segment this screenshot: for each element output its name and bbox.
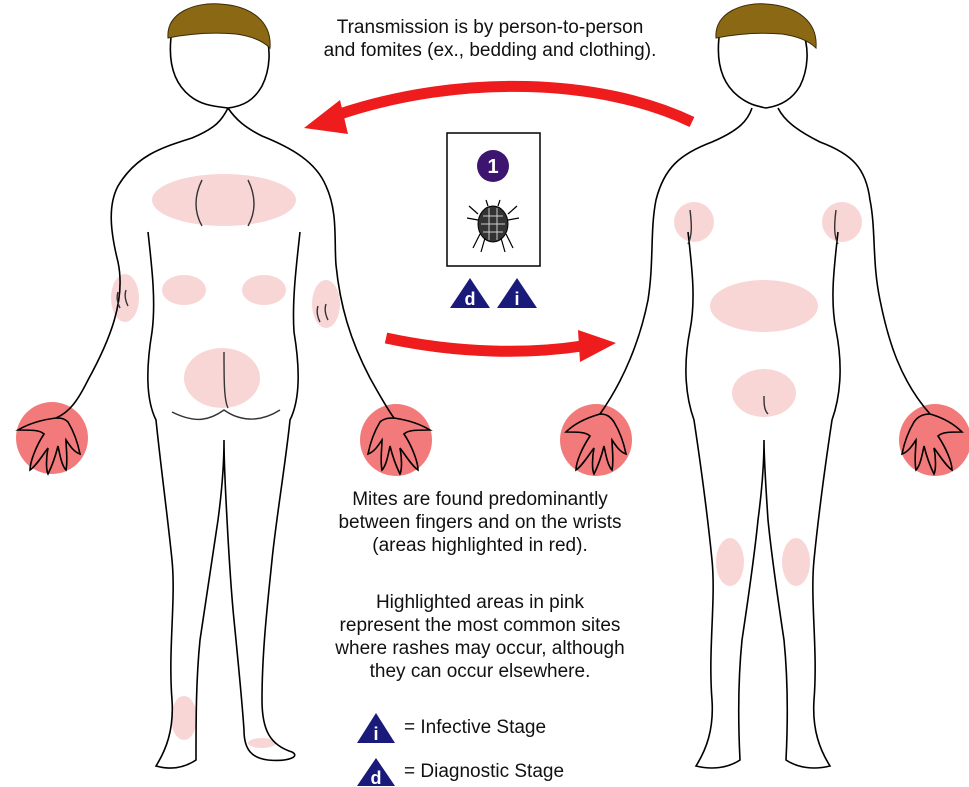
rash-left-ankle-back	[171, 696, 197, 740]
arrow-to-back-view-head	[304, 100, 348, 134]
rash-left-armpit	[674, 202, 714, 242]
arrow-to-front-view-shaft	[386, 338, 582, 351]
front-head	[718, 30, 807, 108]
rash-caption: Highlighted areas in pink represent the …	[300, 591, 660, 683]
rash-line-3: where rashes may occur, although	[300, 637, 660, 660]
rash-buttocks	[184, 348, 260, 408]
triangle-badge-icon: d	[356, 757, 396, 787]
rash-waist-front	[710, 280, 818, 332]
legend-diagnostic-label: = Diagnostic Stage	[404, 761, 564, 783]
transmission-line-1: Transmission is by person-to-person	[270, 16, 710, 39]
rash-upper-back	[152, 174, 296, 226]
infective-badge-letter: i	[514, 289, 519, 309]
rash-right-knee	[782, 538, 810, 586]
back-head	[170, 30, 269, 108]
infective-badge: i	[497, 278, 537, 309]
rash-right-waist-back	[242, 275, 286, 305]
rash-line-4: they can occur elsewhere.	[300, 660, 660, 683]
legend-infective: i = Infective Stage	[356, 712, 546, 744]
svg-text:d: d	[371, 768, 382, 787]
arrow-to-front-view-head	[578, 330, 616, 362]
elbow-creases-back	[117, 290, 328, 322]
rash-line-2: represent the most common sites	[300, 614, 660, 637]
rash-right-armpit	[822, 202, 862, 242]
transmission-caption: Transmission is by person-to-person and …	[270, 16, 710, 62]
diagnostic-badge: d	[450, 278, 490, 309]
rash-line-1: Highlighted areas in pink	[300, 591, 660, 614]
diagnostic-badge-letter: d	[465, 289, 476, 309]
transmission-line-2: and fomites (ex., bedding and clothing).	[270, 39, 710, 62]
stage-number: 1	[487, 156, 498, 178]
triangle-badge-icon: i	[356, 712, 396, 744]
rash-left-knee	[716, 538, 744, 586]
mites-line-1: Mites are found predominantly	[300, 488, 660, 511]
svg-text:i: i	[373, 724, 378, 744]
mites-line-2: between fingers and on the wrists	[300, 511, 660, 534]
mites-line-3: (areas highlighted in red).	[300, 534, 660, 557]
stage-panel: 1	[447, 133, 540, 266]
rash-groin	[732, 369, 796, 417]
legend-diagnostic: d = Diagnostic Stage	[356, 757, 564, 787]
legend-infective-label: = Infective Stage	[404, 717, 546, 739]
rash-left-waist-back	[162, 275, 206, 305]
mites-caption: Mites are found predominantly between fi…	[300, 488, 660, 557]
arrow-to-back-view-shaft	[340, 86, 692, 122]
rash-highlights-front	[674, 202, 862, 586]
